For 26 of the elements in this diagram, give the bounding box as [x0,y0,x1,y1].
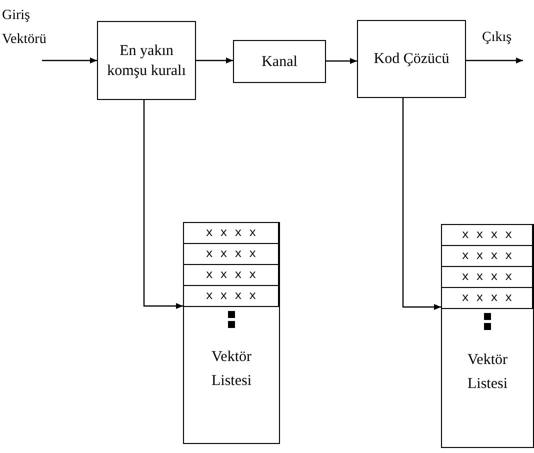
row-values: x x x x [206,227,256,239]
box-label: Kod Çözücü [372,50,450,69]
arrow [42,58,97,64]
vector-list-box [183,222,280,444]
box-label: En yakın komşu kuralı [106,42,187,80]
process-box [97,21,196,100]
row-values: x x x x [206,248,256,260]
list-label: Vektör Listesi [466,351,508,394]
list-row [441,287,533,309]
process-box [357,20,466,98]
arrow [143,99,183,309]
row-values: x x x x [462,250,512,262]
arrow [195,58,233,64]
row-values: x x x x [462,292,512,304]
arrow [325,58,357,64]
process-box [233,40,326,83]
row-values: x x x x [462,271,512,283]
row-values: x x x x [462,229,512,241]
row-values: x x x x [206,269,256,281]
box-label: Kanal [260,52,298,72]
row-values: x x x x [206,290,256,302]
arrow [402,97,441,310]
vector-list-box [441,224,534,448]
list-label: Vektör Listesi [210,348,252,391]
list-row [183,285,279,307]
arrow [465,58,523,64]
